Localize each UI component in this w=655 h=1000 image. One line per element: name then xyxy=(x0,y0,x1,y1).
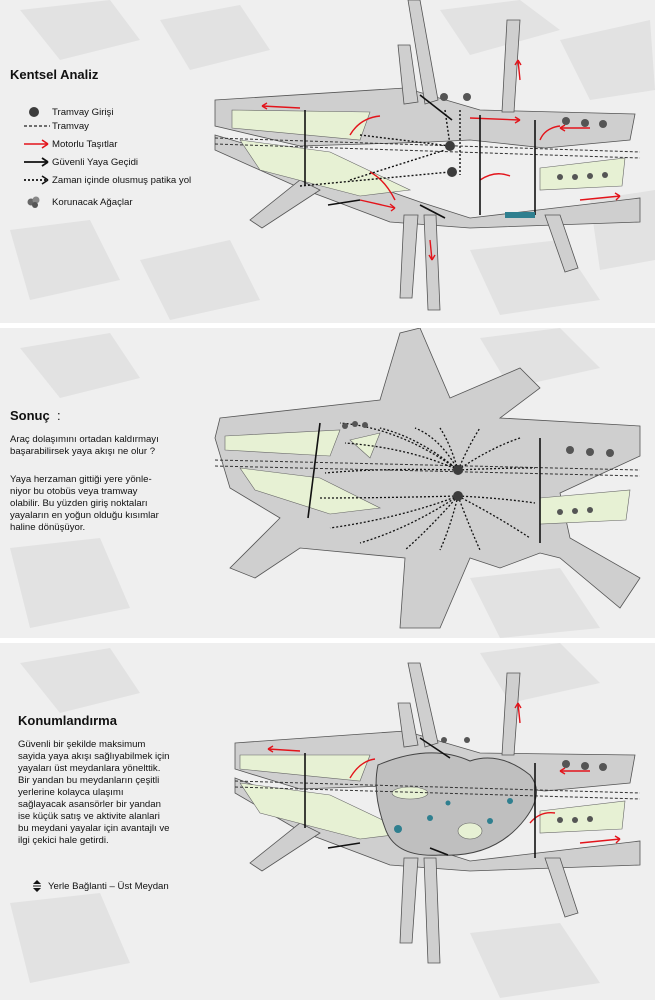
elevator-dot xyxy=(507,798,513,804)
north-road-c xyxy=(501,19,521,113)
median-right xyxy=(539,157,626,191)
legend-tram-line: Tramvay xyxy=(22,119,89,133)
south-road-c xyxy=(544,214,579,273)
placement-title: Konumlandırma xyxy=(18,713,117,728)
vehicle-arrow xyxy=(261,105,301,109)
north-road-a xyxy=(407,0,439,105)
median-lower-left xyxy=(239,467,382,515)
result-plan xyxy=(214,328,641,629)
placement-body: Güvenli bir şekilde maksimum sayida yaya… xyxy=(18,739,170,846)
legend-elevator: Yerle Bağlanti – Üst Meydan xyxy=(30,879,169,893)
elevator-dot xyxy=(427,815,433,821)
result-title: Sonuç : xyxy=(10,408,61,423)
separator xyxy=(0,638,655,643)
upper-plaza xyxy=(375,752,537,856)
elevator-dot xyxy=(445,800,451,806)
pedestrian-area xyxy=(214,328,641,629)
median-upper-left xyxy=(231,109,371,141)
result-intro: Araç dolaşımını ortadan kaldırmayı başar… xyxy=(10,434,159,457)
legend-vehicles: Motorlu Taşıtlar xyxy=(22,137,117,151)
elevator-dot xyxy=(487,818,493,824)
median-lower-left xyxy=(239,139,412,197)
legend-safe-crossing: Güvenli Yaya Geçidi xyxy=(22,155,138,169)
elevator-icon xyxy=(33,880,41,892)
tram-entry-north xyxy=(445,141,455,151)
legend-trees: Korunacak Ağaçlar xyxy=(22,195,133,209)
panel-placement: Konumlandırma Güvenli bir şekilde maksim… xyxy=(0,643,655,1000)
tram-entry-south xyxy=(447,167,457,177)
south-west-road xyxy=(249,179,321,229)
legend-desire-path: Zaman içinde olusmuş patika yol xyxy=(22,173,191,187)
separator xyxy=(0,323,655,328)
safe-crossing xyxy=(307,422,321,519)
tram-entry-south xyxy=(453,491,463,501)
north-road-b xyxy=(397,44,419,105)
analysis-title: Kentsel Analiz xyxy=(10,67,99,82)
elevator-markers xyxy=(394,798,513,833)
legend-tram-entry: Tramvay Girişi xyxy=(22,105,113,119)
south-road-b xyxy=(423,214,441,311)
median-upper-left xyxy=(224,429,341,457)
south-road-a xyxy=(399,214,419,299)
placement-plan xyxy=(234,662,641,964)
tram-entry-north xyxy=(453,465,463,475)
panel-urban-analysis: Kentsel Analiz Tramvay Girişi Tramvay Mo… xyxy=(0,0,655,323)
analysis-plan xyxy=(214,0,641,311)
panel-result: Sonuç : Araç dolaşımını ortadan kaldırma… xyxy=(0,328,655,638)
black-arrow-icon xyxy=(24,157,49,167)
tram-line-icon xyxy=(24,125,50,127)
elevator-dot xyxy=(394,825,402,833)
red-arrow-icon xyxy=(24,139,49,149)
result-body: Yaya herzaman gittiği yere yönle- niyor … xyxy=(10,474,159,533)
tram-entry-icon xyxy=(29,107,39,117)
dotted-arrow-icon xyxy=(24,175,49,185)
tree-icon xyxy=(27,196,40,208)
radiating-paths xyxy=(319,422,536,551)
